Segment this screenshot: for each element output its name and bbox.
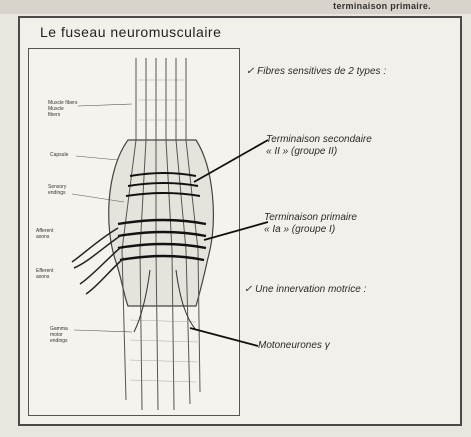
label-gamma-motor-endings: Gamma motor endings bbox=[50, 326, 68, 344]
label-capsule: Capsule bbox=[50, 152, 68, 158]
label-afferent-axons: Afferent axons bbox=[36, 228, 53, 240]
annotation-primary-ending: Terminaison primaire « Ia » (groupe I) bbox=[264, 212, 357, 236]
annotation-motoneurons: Motoneurones γ bbox=[258, 340, 330, 352]
label-sensory-endings: Sensory endings bbox=[48, 184, 66, 196]
label-muscle-fibers: Muscle fibers Muscle fibers bbox=[48, 100, 77, 118]
annotation-motor-innervation: ✓ Une innervation motrice : bbox=[244, 284, 366, 296]
annotation-secondary-ending: Terminaison secondaire « II » (groupe II… bbox=[266, 134, 372, 158]
annotation-sensory-fibers: ✓ Fibres sensitives de 2 types : bbox=[246, 66, 386, 78]
label-efferent-axons: Efferent axons bbox=[36, 268, 53, 280]
